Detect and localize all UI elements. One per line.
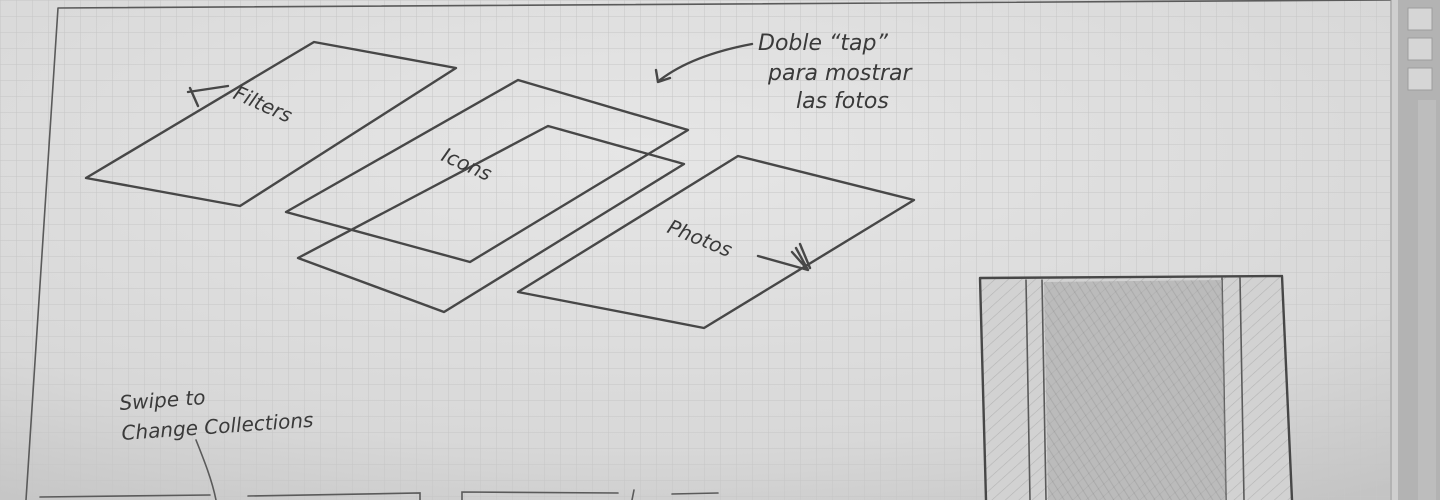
note-line-1: Doble “tap” <box>758 31 888 56</box>
notebook-binding <box>1390 0 1440 500</box>
note-line-2: para mostrar <box>767 61 913 86</box>
phone-wireframe <box>980 276 1292 500</box>
note-line-3: las fotos <box>796 89 889 114</box>
